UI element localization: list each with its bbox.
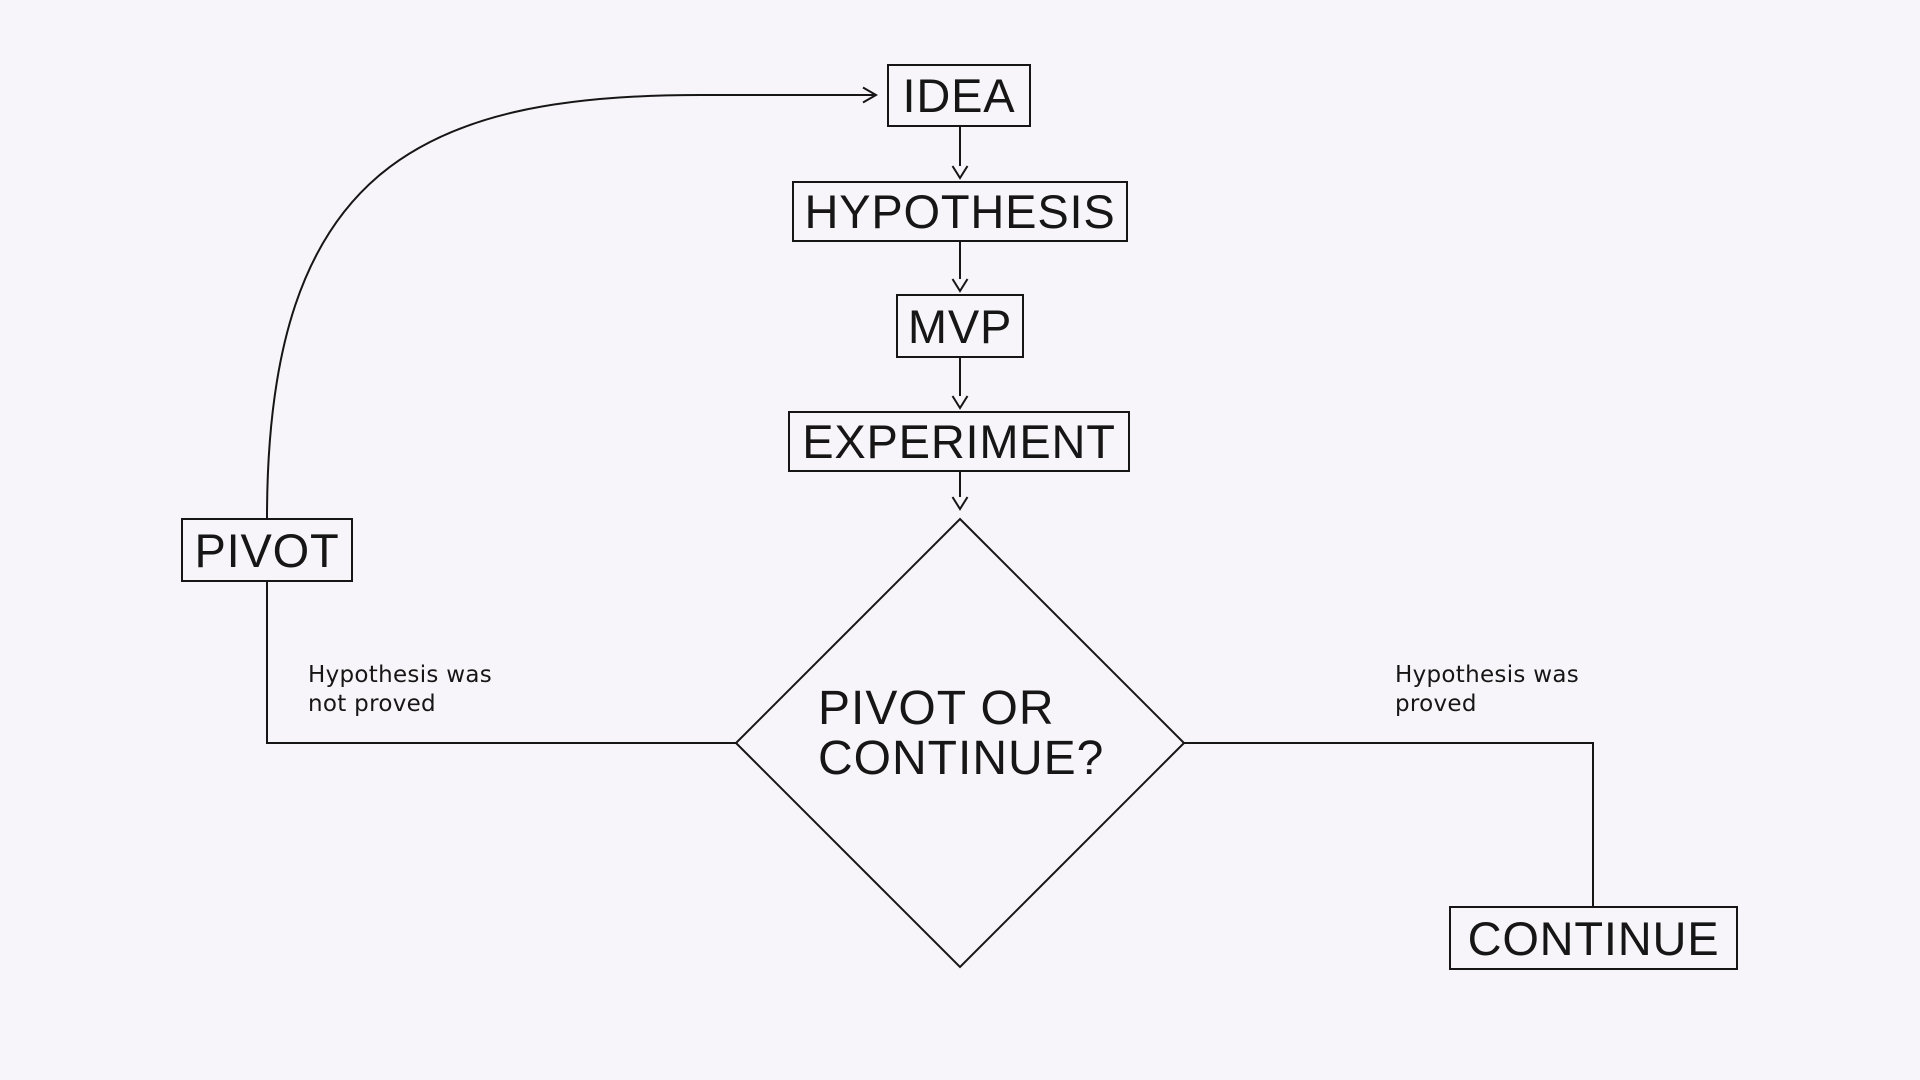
- edge-mvp-to-experiment: [951, 358, 969, 410]
- decision-label: PIVOT OR CONTINUE?: [818, 684, 1104, 784]
- label-proved-line2: proved: [1395, 691, 1477, 717]
- node-mvp-label: MVP: [907, 299, 1013, 353]
- node-idea-label: IDEA: [902, 69, 1016, 122]
- node-idea: IDEA: [887, 64, 1031, 127]
- edge-idea-to-hypothesis: [951, 127, 969, 180]
- node-continue-label: CONTINUE: [1467, 911, 1720, 965]
- edge-decision-to-pivot: [266, 582, 736, 744]
- label-hypothesis-not-proved: Hypothesis was not proved: [308, 661, 492, 719]
- edge-experiment-to-decision: [951, 472, 969, 511]
- node-hypothesis-label: HYPOTHESIS: [804, 185, 1116, 238]
- node-continue: CONTINUE: [1449, 906, 1738, 970]
- edge-hypothesis-to-mvp: [951, 242, 969, 293]
- node-experiment-label: EXPERIMENT: [802, 415, 1116, 468]
- node-pivot: PIVOT: [181, 518, 353, 582]
- label-not-proved-line2: not proved: [308, 691, 436, 717]
- node-mvp: MVP: [896, 294, 1024, 358]
- edge-pivot-to-idea: [266, 86, 879, 519]
- decision-diamond: [734, 517, 1186, 969]
- node-hypothesis: HYPOTHESIS: [792, 181, 1128, 242]
- label-proved-line1: Hypothesis was: [1395, 662, 1580, 688]
- node-pivot-label: PIVOT: [194, 523, 340, 577]
- label-hypothesis-proved: Hypothesis was proved: [1395, 661, 1579, 719]
- node-experiment: EXPERIMENT: [788, 411, 1130, 472]
- decision-label-line2: CONTINUE?: [818, 732, 1105, 785]
- label-not-proved-line1: Hypothesis was: [308, 662, 493, 688]
- edge-decision-to-continue: [1184, 742, 1594, 906]
- decision-label-line1: PIVOT OR: [818, 682, 1055, 735]
